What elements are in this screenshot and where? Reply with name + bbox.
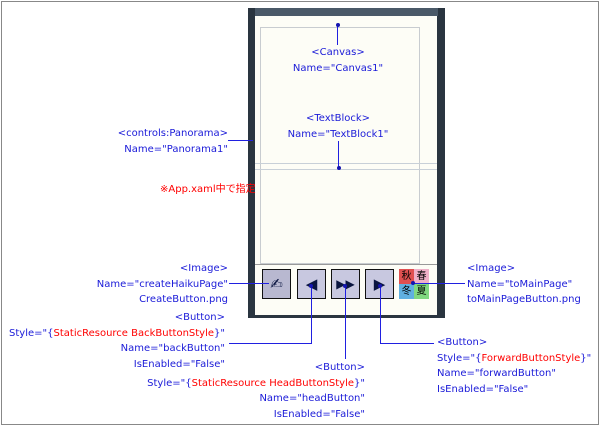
- back-leader-v: [311, 286, 312, 343]
- create-haiku-button[interactable]: ✍: [262, 269, 291, 299]
- style-resource: ForwardButtonStyle: [481, 352, 581, 364]
- scroll-top-bar: [255, 8, 438, 16]
- forward-leader-h: [380, 343, 434, 344]
- back-dot: [309, 284, 313, 288]
- main-image-file: toMainPageButton.png: [467, 294, 581, 305]
- style-resource: StaticResource BackButtonStyle: [53, 327, 215, 339]
- button-bar-divider: [255, 264, 437, 265]
- head-button-name: Name="headButton": [259, 393, 365, 404]
- create-image-name: Name="createHaikuPage": [96, 278, 228, 290]
- canvas-tag: <Canvas>: [311, 47, 365, 58]
- forward-button-label: <Button> Style="{ForwardButtonStyle}" Na…: [437, 335, 591, 397]
- style-suffix: }": [580, 352, 592, 364]
- to-main-page-image[interactable]: 秋 春 冬 夏: [399, 269, 429, 299]
- back-button-enabled: IsEnabled="False": [133, 358, 225, 370]
- main-image-dot: [411, 281, 415, 285]
- main-image-label: <Image> Name="toMainPage" toMainPageButt…: [467, 261, 581, 308]
- style-prefix: Style="{: [9, 327, 54, 339]
- panorama-name: Name="Panorama1": [124, 143, 228, 155]
- back-button-tag: <Button>: [174, 312, 225, 323]
- main-image-tag: <Image>: [467, 263, 516, 274]
- textblock-name: Name="TextBlock1": [287, 128, 389, 140]
- textblock-label: <TextBlock> Name="TextBlock1": [278, 111, 398, 142]
- canvas-label: <Canvas> Name="Canvas1": [288, 45, 388, 76]
- textblock-bottom-line: [255, 169, 437, 170]
- forward-dot: [378, 284, 382, 288]
- back-leader-h: [229, 343, 312, 344]
- style-resource: StaticResource HeadButtonStyle: [191, 377, 355, 389]
- panorama-tag: <controls:Panorama>: [117, 128, 228, 139]
- main-image-name: Name="toMainPage": [467, 278, 573, 290]
- forward-button-tag: <Button>: [437, 337, 488, 348]
- panorama-label: <controls:Panorama> Name="Panorama1": [118, 126, 228, 157]
- style-prefix: Style="{: [147, 377, 192, 389]
- panorama-leader: [228, 140, 253, 141]
- season-spring: 春: [414, 269, 429, 284]
- forward-button-name: Name="forwardButton": [437, 368, 556, 379]
- canvas-name: Name="Canvas1": [292, 62, 384, 74]
- canvas-area: [260, 27, 420, 264]
- head-leader: [345, 286, 346, 359]
- head-button-tag: <Button>: [314, 362, 365, 373]
- create-image-file: CreateButton.png: [139, 294, 228, 305]
- style-suffix: }": [354, 377, 365, 389]
- create-image-tag: <Image>: [179, 263, 228, 274]
- head-button-enabled: IsEnabled="False": [273, 408, 365, 420]
- head-button-label: <Button> Style="{StaticResource HeadButt…: [147, 360, 365, 422]
- back-button-style: Style="{StaticResource BackButtonStyle}": [9, 326, 225, 342]
- textblock-tag: <TextBlock>: [305, 113, 371, 124]
- textblock-top-line: [255, 163, 437, 164]
- textblock-leader: [338, 141, 339, 168]
- app-xaml-note: ※App.xaml中で指定: [160, 184, 256, 195]
- canvas-dot: [336, 23, 340, 27]
- back-button-name: Name="backButton": [120, 343, 225, 354]
- forward-button-style: Style="{ForwardButtonStyle}": [437, 351, 591, 367]
- back-button-label: <Button> Style="{StaticResource BackButt…: [9, 310, 225, 372]
- season-autumn: 秋: [399, 269, 414, 284]
- main-image-leader: [413, 283, 465, 284]
- head-dot: [343, 284, 347, 288]
- head-button-style: Style="{StaticResource HeadButtonStyle}": [147, 376, 365, 392]
- create-image-label: <Image> Name="createHaikuPage" CreateBut…: [97, 261, 228, 308]
- create-image-leader: [229, 283, 269, 284]
- season-winter: 冬: [399, 284, 414, 299]
- style-suffix: }": [214, 327, 225, 339]
- forward-button-enabled: IsEnabled="False": [437, 383, 529, 395]
- canvas-leader: [337, 25, 338, 45]
- pen-hand-icon: ✍: [270, 275, 283, 293]
- season-summer: 夏: [414, 284, 429, 299]
- forward-leader-v: [380, 286, 381, 344]
- style-prefix: Style="{: [437, 352, 482, 364]
- panorama-screen: [255, 16, 437, 315]
- textblock-dot: [337, 166, 341, 170]
